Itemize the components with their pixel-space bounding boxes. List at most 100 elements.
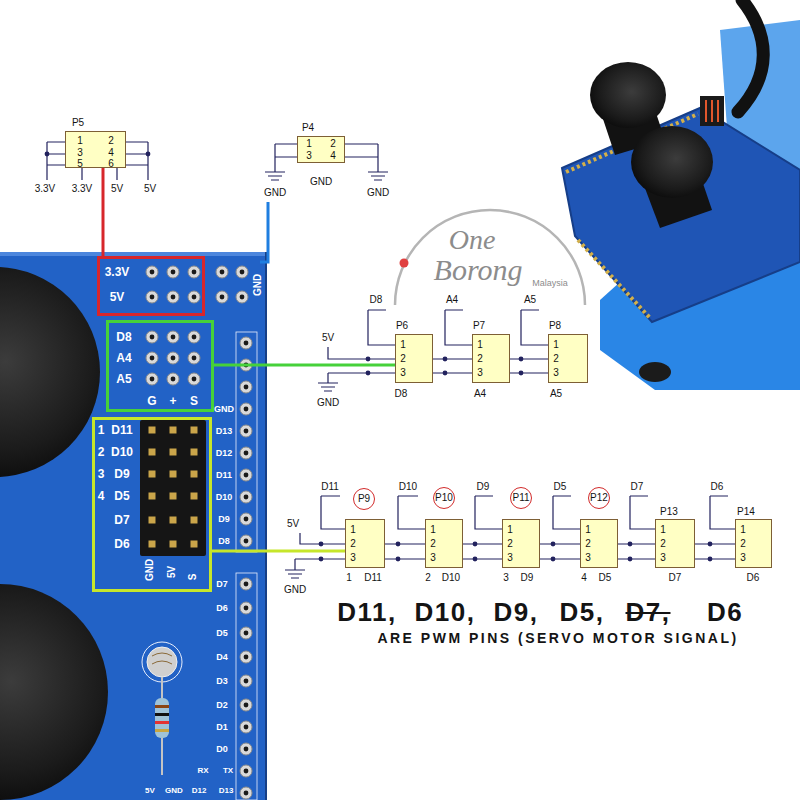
junction-dot [366, 357, 371, 362]
pin-label: D5 [599, 573, 612, 583]
solder-pad [240, 578, 252, 590]
silkscreen-label: D9 [114, 468, 129, 480]
pin-number: 2 [660, 539, 666, 549]
joystick-cap [631, 126, 713, 198]
schematic-wire [433, 358, 472, 359]
resistor-band [155, 721, 169, 724]
header-pin [149, 449, 156, 456]
silkscreen-label: D4 [216, 653, 228, 662]
header-pin [191, 449, 198, 456]
silkscreen-label: + [169, 395, 176, 407]
solder-pad [240, 787, 252, 799]
silkscreen-label: D11 [216, 471, 232, 480]
schematic-wire [618, 543, 655, 544]
header-pin [170, 493, 177, 500]
pin-number: 1 [740, 525, 746, 535]
silkscreen-label: S [188, 574, 198, 581]
header-pin [149, 471, 156, 478]
connector-symbol: P6123 [395, 334, 433, 383]
pin-label: 4 [581, 573, 587, 583]
schematic-wire [463, 543, 502, 544]
silkscreen-label: D11 [111, 424, 132, 436]
silkscreen-label: D8 [116, 331, 131, 343]
leader-line [260, 202, 268, 262]
silkscreen-label: RX [197, 767, 208, 775]
pin-number: 3 [553, 368, 559, 378]
cable [738, 0, 763, 112]
silkscreen-label: A4 [116, 352, 131, 364]
ground-symbol [265, 172, 285, 180]
pin-number: 1 [477, 340, 483, 350]
pin-number: 1 [660, 525, 666, 535]
silkscreen-label: GND [145, 559, 155, 581]
net-label: D8 [370, 295, 383, 305]
connector-symbol: P5123456 [65, 131, 126, 168]
silkscreen-label: D0 [216, 745, 228, 754]
pin-number: 2 [740, 539, 746, 549]
header-pin [149, 427, 156, 434]
silkscreen-label: GND [165, 787, 183, 795]
pin-label: A5 [550, 389, 562, 399]
photoresistor [147, 647, 177, 677]
solder-pad [146, 266, 158, 278]
net-label: 5V [322, 333, 334, 343]
net-label: D9 [477, 482, 490, 492]
resistor-band [155, 729, 169, 732]
connector-symbol: P10123 [425, 519, 463, 568]
pin-number: 2 [585, 539, 591, 549]
pin-number: 3 [306, 151, 312, 161]
solder-pad [240, 513, 252, 525]
pcb-board [562, 108, 800, 322]
pin-number: 2 [400, 354, 406, 364]
pin-number: 2 [553, 354, 559, 364]
highlight-box: D8A4A5G+S [106, 320, 214, 412]
connector-name: P13 [660, 507, 678, 517]
pwm-pin-list: D9, [494, 599, 539, 625]
highlight-box: 3.3V5V [97, 256, 205, 316]
silkscreen-label: D1 [216, 723, 228, 732]
solder-pad [146, 331, 158, 343]
net-label: GND [317, 398, 339, 408]
net-label: 3.3V [72, 184, 93, 194]
connector-symbol: P8123 [548, 334, 588, 383]
connector-name: P11 [510, 487, 532, 509]
ground-symbol [285, 570, 305, 578]
net-label: D5 [554, 482, 567, 492]
schematic-wire [618, 558, 655, 559]
connector-symbol: P9123 [345, 519, 385, 568]
pwm-note: ARE PWM PINS (SERVO MOTOR SIGNAL) [377, 631, 738, 645]
schematic-wire [385, 558, 425, 559]
net-label: GND [367, 188, 389, 198]
junction-dot [45, 152, 50, 157]
silkscreen-label: D2 [216, 701, 228, 710]
net-label: 5V [144, 184, 156, 194]
pin-number: 1 [585, 525, 591, 535]
header-pin [149, 493, 156, 500]
pin-number: 3 [740, 553, 746, 563]
connector-name: P5 [72, 118, 84, 128]
connector-symbol: P14123 [735, 519, 772, 568]
solder-pad [240, 469, 252, 481]
pin-label: D9 [521, 573, 534, 583]
connector-name: P10 [433, 487, 455, 509]
pin-number: 1 [350, 525, 356, 535]
net-label: 3.3V [35, 184, 56, 194]
silkscreen-label: GND [253, 274, 263, 296]
leader-line [214, 364, 395, 367]
pin-number: 2 [507, 539, 513, 549]
connector-name: P6 [396, 321, 408, 331]
watermark-mark [395, 210, 585, 305]
solder-pad [240, 381, 252, 393]
connector-symbol: P11123 [502, 519, 540, 568]
net-label: GND [264, 188, 286, 198]
pin-label: 1 [346, 573, 352, 583]
connector-symbol: P12123 [580, 519, 618, 568]
connector-name: P4 [302, 123, 314, 133]
pin-number: 2 [350, 539, 356, 549]
watermark-ring [395, 210, 585, 305]
pwm-pin-list: D6 [707, 599, 743, 625]
silkscreen-label: 2 [98, 446, 105, 458]
solder-pad [240, 403, 252, 415]
net-label: D6 [711, 482, 724, 492]
